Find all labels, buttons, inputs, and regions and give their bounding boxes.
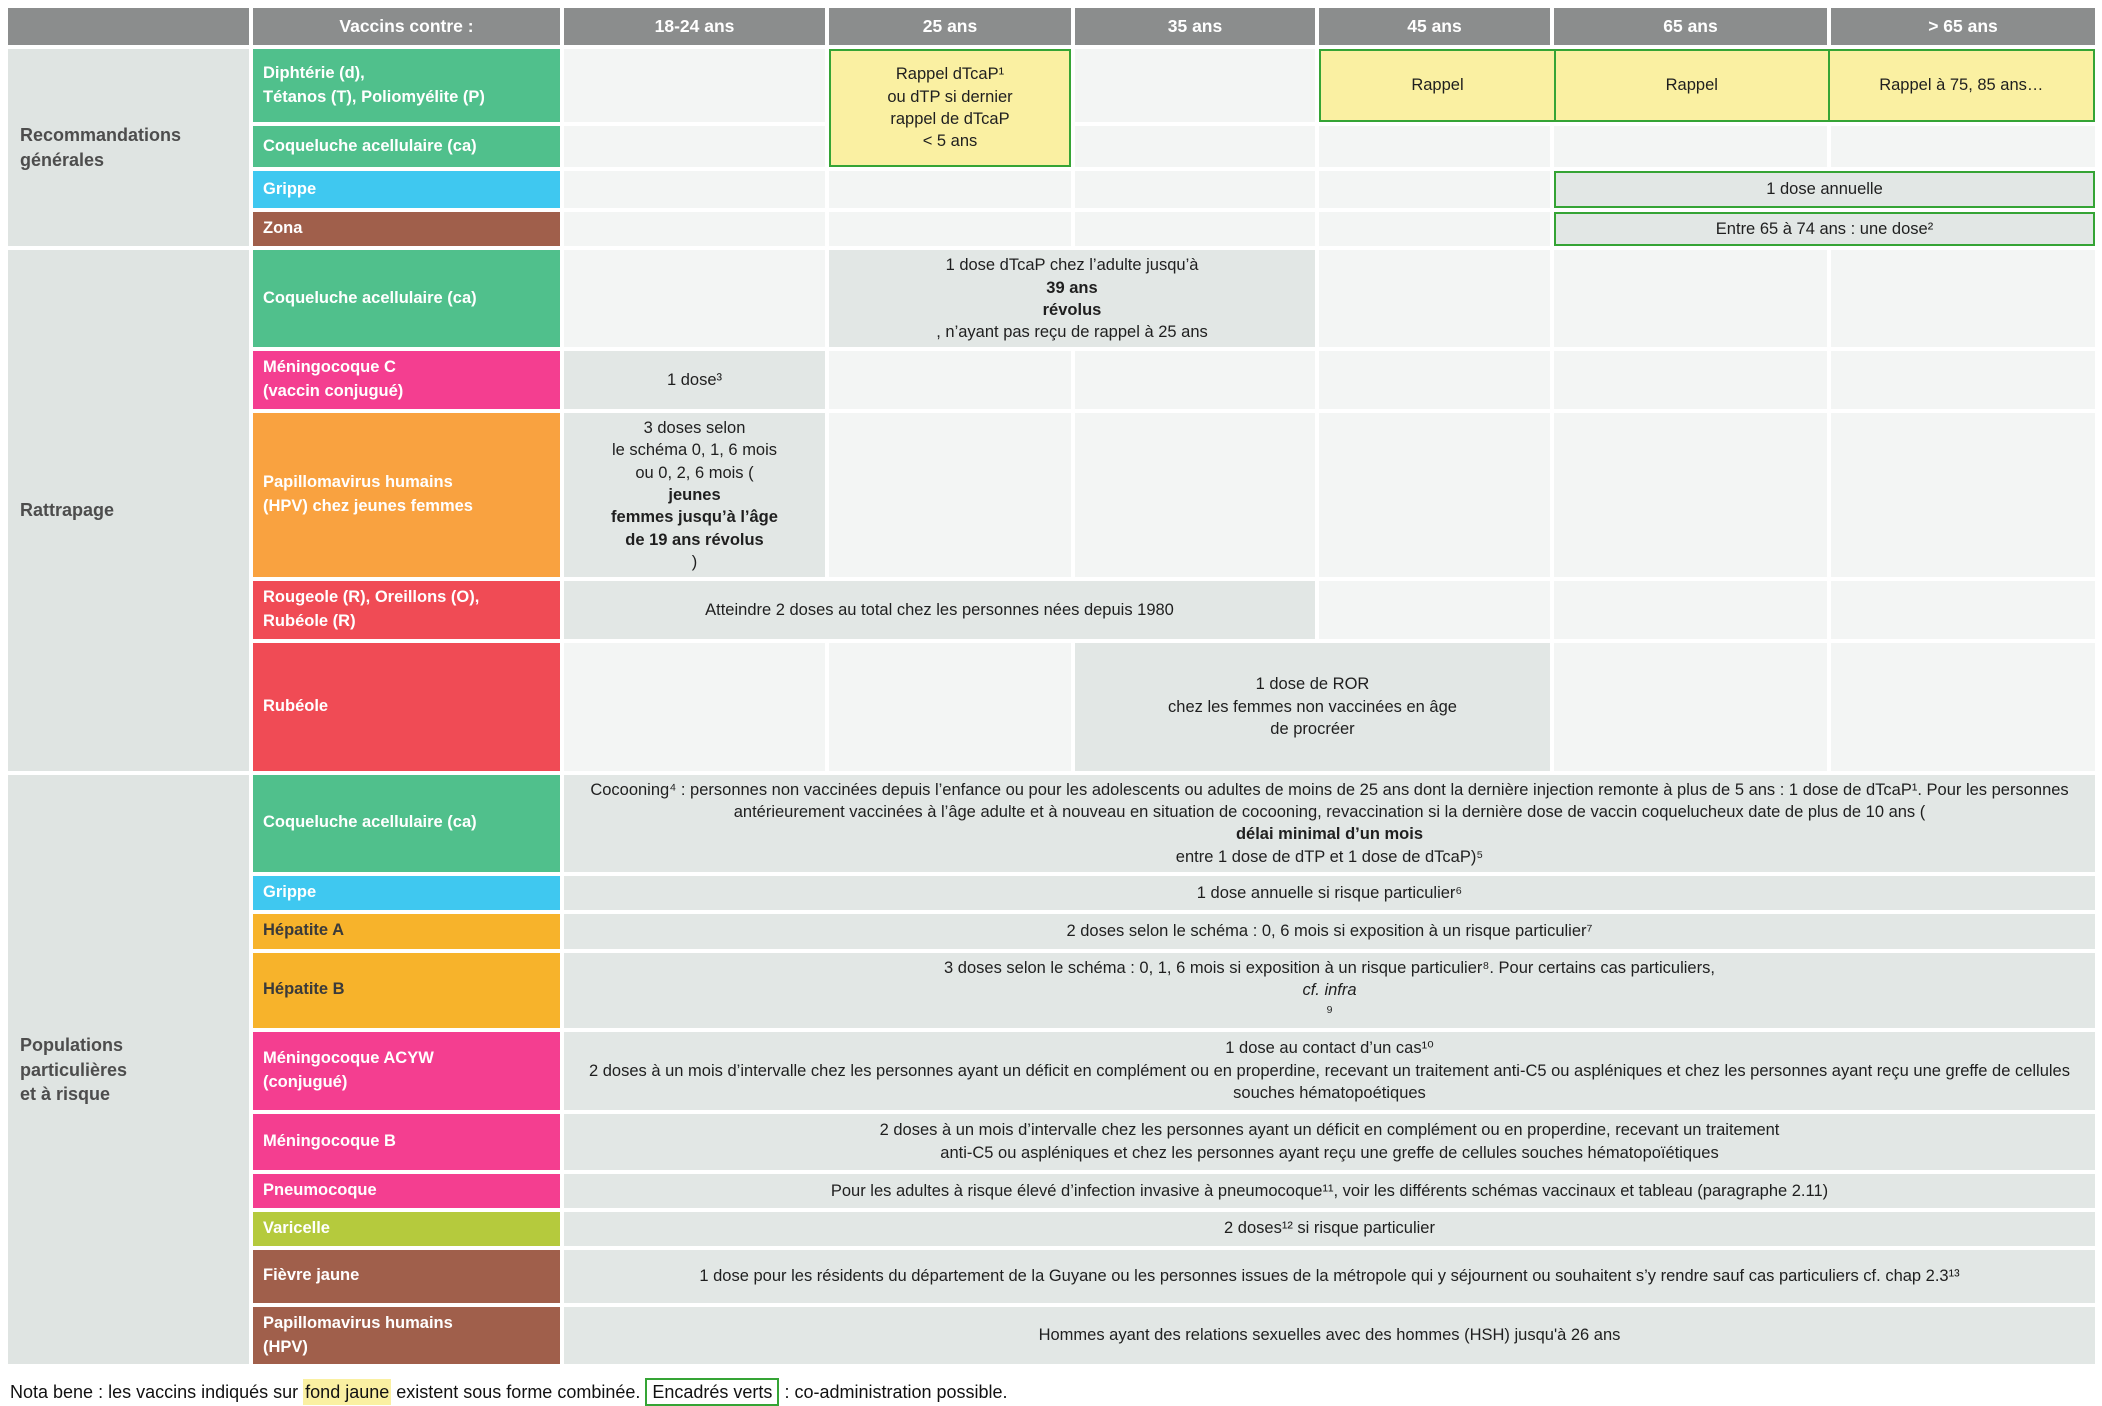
age-column-header: 45 ans: [1319, 8, 1550, 45]
schedule-cell-part: Rappel à 75, 85 ans…: [1827, 51, 2093, 120]
empty-cell: [1319, 581, 1550, 639]
empty-cell: [829, 413, 1071, 578]
nota-suffix: : co-administration possible.: [779, 1382, 1008, 1403]
corner-header-cell: [8, 8, 249, 45]
vaccine-label: Papillomavirus humains(HPV) chez jeunes …: [253, 413, 560, 578]
empty-cell: [1319, 171, 1550, 208]
schedule-cell: 3 doses selon le schéma : 0, 1, 6 mois s…: [564, 952, 2095, 1028]
empty-cell: [1319, 126, 1550, 167]
empty-cell: [1554, 642, 1827, 771]
empty-cell: [1075, 413, 1315, 578]
vaccine-label: Diphtérie (d),Tétanos (T), Poliomyélite …: [253, 49, 560, 122]
empty-cell: [1831, 351, 2095, 410]
empty-cell: [829, 642, 1071, 771]
empty-cell: [564, 171, 825, 208]
vaccine-label: Coqueluche acellulaire (ca): [253, 774, 560, 872]
empty-cell: [1554, 413, 1827, 578]
vaccine-label: Fièvre jaune: [253, 1249, 560, 1303]
schedule-cell: 2 doses à un mois d’intervalle chez les …: [564, 1113, 2095, 1170]
schedule-cell: 2 doses selon le schéma : 0, 6 mois si e…: [564, 913, 2095, 949]
empty-cell: [1075, 212, 1315, 247]
schedule-cell: Cocooning⁴ : personnes non vaccinées dep…: [564, 774, 2095, 872]
vaccine-label: Rougeole (R), Oreillons (O),Rubéole (R): [253, 581, 560, 639]
schedule-cell: 1 dose annuelle: [1554, 171, 2095, 208]
empty-cell: [1075, 351, 1315, 410]
schedule-cell: 1 dose³: [564, 351, 825, 410]
vaccine-label: Coqueluche acellulaire (ca): [253, 126, 560, 167]
vaccine-label: Coqueluche acellulaire (ca): [253, 250, 560, 348]
schedule-cell-part: Rappel: [1553, 51, 1828, 120]
empty-cell: [1831, 250, 2095, 348]
empty-cell: [1831, 126, 2095, 167]
empty-cell: [564, 126, 825, 167]
age-column-header: 18-24 ans: [564, 8, 825, 45]
empty-cell: [829, 171, 1071, 208]
empty-cell: [829, 351, 1071, 410]
schedule-cell: 1 dose annuelle si risque particulier⁶: [564, 875, 2095, 910]
empty-cell: [1554, 250, 1827, 348]
vaccine-label: Varicelle: [253, 1211, 560, 1246]
empty-cell: [1319, 212, 1550, 247]
schedule-cell: Atteindre 2 doses au total chez les pers…: [564, 581, 1315, 639]
empty-cell: [1075, 171, 1315, 208]
nota-middle: existent sous forme combinée.: [391, 1382, 646, 1403]
schedule-cell: 2 doses¹² si risque particulier: [564, 1211, 2095, 1246]
empty-cell: [1831, 413, 2095, 578]
empty-cell: [829, 212, 1071, 247]
empty-cell: [1319, 413, 1550, 578]
vaccine-label: Zona: [253, 212, 560, 247]
nota-green-box: Encadrés verts: [645, 1378, 780, 1406]
vaccine-label: Méningocoque C(vaccin conjugué): [253, 351, 560, 410]
vaccine-label: Papillomavirus humains(HPV): [253, 1306, 560, 1365]
empty-cell: [564, 642, 825, 771]
age-column-header: 35 ans: [1075, 8, 1315, 45]
vaccine-label: Hépatite A: [253, 913, 560, 949]
vaccine-label: Méningocoque B: [253, 1113, 560, 1170]
section-label: Rattrapage: [8, 250, 249, 771]
vaccine-label: Pneumocoque: [253, 1173, 560, 1208]
vaccine-label: Rubéole: [253, 642, 560, 771]
empty-cell: [1075, 126, 1315, 167]
empty-cell: [564, 250, 825, 348]
schedule-cell: 1 dose pour les résidents du département…: [564, 1249, 2095, 1303]
age-column-header: 65 ans: [1554, 8, 1827, 45]
age-column-header: > 65 ans: [1831, 8, 2095, 45]
schedule-cell: Entre 65 à 74 ans : une dose²: [1554, 212, 2095, 247]
vaccine-label: Méningocoque ACYW(conjugué): [253, 1031, 560, 1110]
empty-cell: [1075, 49, 1315, 122]
schedule-cell: Hommes ayant des relations sexuelles ave…: [564, 1306, 2095, 1365]
empty-cell: [1831, 581, 2095, 639]
nota-yellow-highlight: fond jaune: [303, 1379, 392, 1406]
empty-cell: [1554, 351, 1827, 410]
nota-prefix: Nota bene : les vaccins indiqués sur: [10, 1382, 304, 1403]
vaccine-label: Hépatite B: [253, 952, 560, 1028]
vaccine-label: Grippe: [253, 875, 560, 910]
schedule-cell: 1 dose dTcaP chez l’adulte jusqu’à 39 an…: [829, 250, 1315, 348]
schedule-cell: Pour les adultes à risque élevé d’infect…: [564, 1173, 2095, 1208]
empty-cell: [1554, 126, 1827, 167]
vaccine-label: Grippe: [253, 171, 560, 208]
empty-cell: [1831, 642, 2095, 771]
empty-cell: [1319, 351, 1550, 410]
nota-bene-note: Nota bene : les vaccins indiqués sur fon…: [10, 1378, 2092, 1406]
empty-cell: [564, 49, 825, 122]
empty-cell: [564, 212, 825, 247]
age-column-header: 25 ans: [829, 8, 1071, 45]
empty-cell: [1319, 250, 1550, 348]
empty-cell: [1554, 581, 1827, 639]
vaccine-column-header: Vaccins contre :: [253, 8, 560, 45]
schedule-cell-part: Rappel: [1411, 76, 1464, 95]
